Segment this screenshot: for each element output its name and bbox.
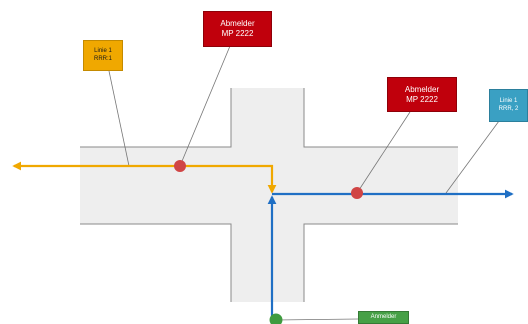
abmelder-point-top <box>174 160 186 172</box>
abmelder-label-top-line1: Abmelder <box>220 19 255 28</box>
abmelder-label-top-line2: MP 2222 <box>221 29 254 38</box>
abmelder-label-right-line2: MP 2222 <box>406 94 438 104</box>
linie-label-yellow-line1: Linie 1 <box>94 48 112 54</box>
linie-label-blue-line1: Linie 1 <box>499 98 518 104</box>
leader-linie-yellow <box>108 70 130 167</box>
linie-label-blue-line2: RRR, 2 <box>498 105 519 112</box>
road-edge-bottom-right <box>303 223 458 302</box>
linie-label-yellow-line2: RRR:1 <box>93 55 112 62</box>
leader-linie-blue <box>445 120 500 194</box>
leader-abmelder-right <box>356 111 411 194</box>
route-yellow <box>12 161 277 194</box>
abmelder-label-right: Abmelder MP 2222 <box>387 77 457 112</box>
leader-abmelder-top <box>179 45 231 167</box>
abmelder-point-right <box>351 187 363 199</box>
leader-anmelder <box>275 318 359 321</box>
abmelder-label-top: Abmelder MP 2222 <box>203 11 272 47</box>
anmelder-label: Anmelder <box>358 311 409 324</box>
road-edge-top-right <box>303 88 458 148</box>
linie-label-yellow: Linie 1 RRR:1 <box>83 40 123 71</box>
anmelder-label-text: Anmelder <box>370 313 397 320</box>
leader-lines <box>108 45 500 321</box>
anmelder-point <box>269 313 283 324</box>
linie-label-blue: Linie 1 RRR, 2 <box>489 89 528 122</box>
road-edges <box>80 88 458 302</box>
road-edge-top-left <box>80 88 232 148</box>
abmelder-label-right-line1: Abmelder <box>404 84 440 94</box>
road-edge-bottom-left <box>80 223 232 302</box>
